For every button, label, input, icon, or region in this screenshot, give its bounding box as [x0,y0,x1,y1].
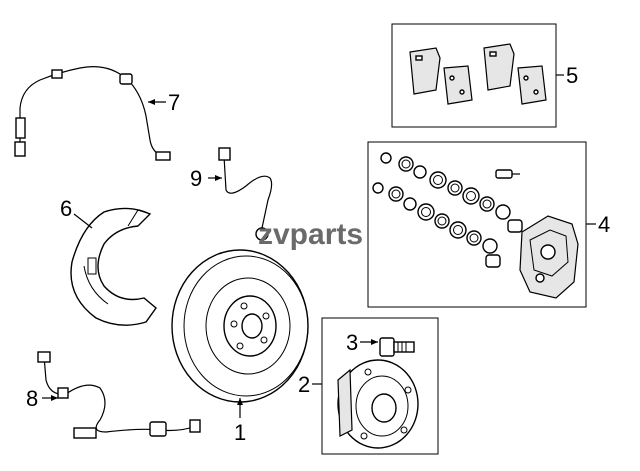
callout-8: 8 [26,386,38,411]
wear-sensor-wire [19,66,163,157]
hub-frame [321,317,439,455]
dust-shield-group[interactable]: 6 [60,196,157,326]
wear-sensor-group[interactable]: 7 [14,66,180,161]
pad-1 [409,47,441,95]
pad-4 [517,65,547,105]
callout-9: 9 [190,166,202,191]
pad-2 [443,65,473,105]
callout-2: 2 [298,372,310,397]
callout-4: 4 [598,212,610,237]
brake-rotor-group[interactable]: 1 [171,249,309,445]
caliper-kit-group[interactable]: 4 [367,141,610,308]
bleeder-screw [495,169,520,179]
watermark-logo: zvparts [258,218,363,251]
callout-3: 3 [346,330,358,355]
callout-7: 7 [168,90,180,115]
callout-1: 1 [234,420,246,445]
hub-bolt [379,337,415,357]
brake-hose [223,155,273,229]
brake-hose-group[interactable]: 9 [190,147,273,241]
callout-6: 6 [60,196,72,221]
seal-rings-row-1 [380,152,511,220]
brake-pads-group[interactable]: 5 [391,23,578,128]
dust-shield [70,207,157,326]
abs-sensor-group[interactable]: 8 [26,351,201,439]
pad-3 [483,43,515,91]
callout-5: 5 [566,63,578,88]
seal-rings-row-2 [372,182,523,268]
hub-group[interactable]: 3 2 [298,317,439,455]
caliper-housing [519,215,579,299]
